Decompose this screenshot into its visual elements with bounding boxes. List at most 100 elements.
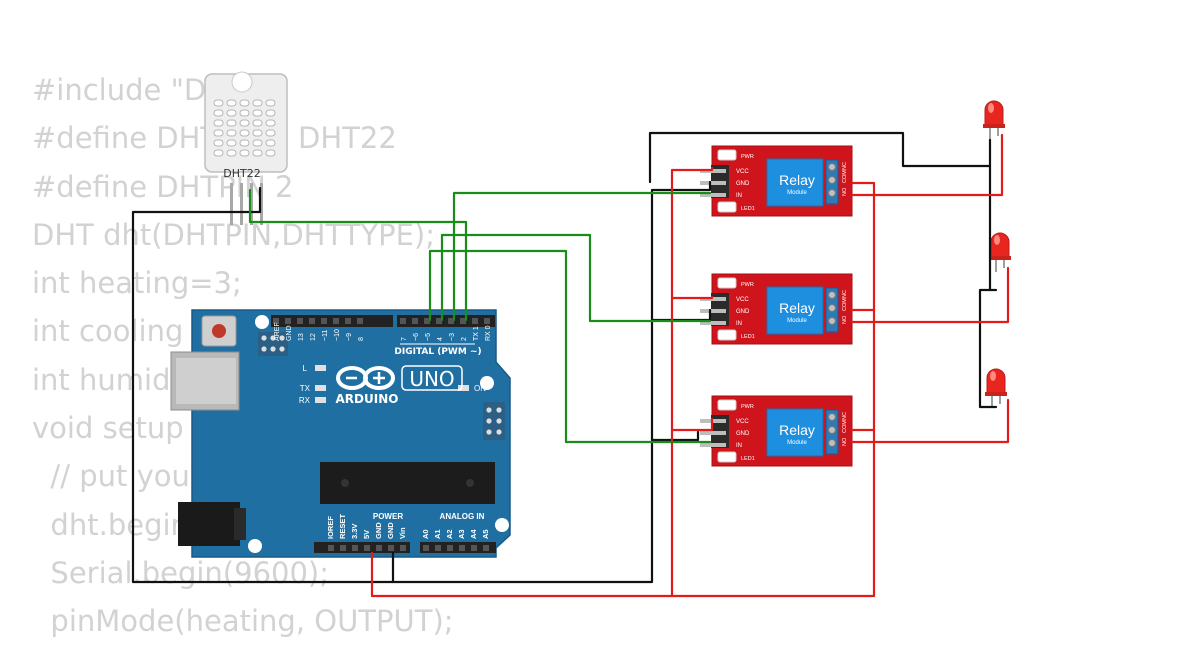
led-on (458, 385, 469, 391)
mount-hole-2 (480, 376, 494, 390)
relay-pin-label: GND (736, 431, 750, 437)
dht22-sensor[interactable]: DHT22 (204, 71, 288, 225)
relay-led-label: LED1 (741, 334, 755, 340)
relay-subtitle: Module (787, 190, 807, 196)
power-pin-label: 5V (362, 530, 371, 539)
microcontroller-chip (320, 462, 495, 504)
relay-pin-label: IN (736, 193, 742, 199)
wire-no[interactable] (850, 133, 1010, 444)
digital-pin-label: ~6 (413, 333, 420, 341)
analog-pin-label: A0 (421, 529, 430, 539)
power-pin-label: 3.3V (350, 524, 359, 539)
analog-pin-label: A5 (481, 529, 490, 539)
dht22-label: DHT22 (223, 167, 260, 180)
power-pin-label: GND (374, 522, 383, 539)
digital-pin-holes (273, 318, 490, 324)
digital-pin-label: AREF (274, 322, 281, 341)
wire-relay1-in[interactable] (452, 191, 712, 322)
chip-dot (341, 479, 349, 487)
dht22-pin-4 (260, 183, 263, 225)
power-jack-tip (234, 508, 246, 540)
led-3[interactable] (985, 368, 1007, 408)
relay-pin[interactable] (700, 431, 726, 435)
digital-pin-label: ~11 (322, 330, 329, 341)
relay-pin[interactable] (700, 321, 726, 325)
led-1[interactable] (983, 100, 1005, 140)
power-header[interactable] (314, 542, 410, 553)
relay-pin[interactable] (700, 169, 726, 173)
power-pin-label: GND (386, 522, 395, 539)
relay-terminal-label: COM (842, 298, 848, 311)
analog-header[interactable] (420, 542, 496, 553)
relay-terminal[interactable] (828, 413, 836, 421)
relay-subtitle: Module (787, 318, 807, 324)
code-line: Serial.begin(9600); (32, 555, 330, 590)
relay-pin[interactable] (700, 309, 726, 313)
icsp-header-2 (483, 402, 505, 440)
analog-pin-label: A3 (457, 529, 466, 539)
digital-pin-label: RX 0 (485, 325, 492, 341)
led-2[interactable] (989, 232, 1011, 272)
relay-pwr-label: PWR (741, 282, 754, 288)
relay-pin[interactable] (700, 297, 726, 301)
wire-com[interactable] (670, 181, 876, 598)
analog-pin-label: A4 (469, 529, 478, 539)
uno-label: UNO (409, 367, 454, 391)
relay-terminal[interactable] (828, 163, 836, 171)
wire-gnd-leds[interactable] (648, 131, 998, 409)
relay-terminal-label: NC (842, 290, 848, 298)
wire-dht-data[interactable] (248, 188, 468, 322)
relay-terminal-label: NO (842, 437, 848, 446)
power-analog-pin-holes (328, 545, 489, 551)
digital-header-right[interactable] (397, 315, 495, 327)
relay-terminal[interactable] (828, 304, 836, 312)
relay-terminal-label: NO (842, 315, 848, 324)
relay-terminal[interactable] (828, 439, 836, 447)
relay-pin-label: VCC (736, 419, 749, 425)
digital-pin-label: 12 (310, 333, 317, 341)
relay-terminal[interactable] (828, 291, 836, 299)
dht22-pin-1 (230, 183, 233, 225)
relay-terminal-label: COM (842, 170, 848, 183)
code-line: #define DHTPIN 2 (32, 169, 294, 204)
digital-pin-label: ~10 (334, 329, 341, 341)
led-tx-label: TX (300, 384, 311, 393)
code-line: DHT dht(DHTPIN,DHTTYPE); (32, 217, 436, 252)
relay-pin-label: IN (736, 443, 742, 449)
relay-terminal[interactable] (828, 317, 836, 325)
power-jack[interactable] (178, 502, 240, 546)
digital-pin-label: TX 1 (473, 326, 480, 341)
wire-com-2[interactable] (850, 308, 876, 432)
relay-led-label: LED1 (741, 456, 755, 462)
led-l-label: L (303, 364, 308, 373)
relay-title: Relay (779, 300, 815, 316)
relay-led-label: LED1 (741, 206, 755, 212)
relay-pin[interactable] (700, 181, 726, 185)
relay-terminal[interactable] (828, 176, 836, 184)
wire-relay3-in[interactable] (428, 249, 712, 444)
relay-terminal[interactable] (828, 189, 836, 197)
wire-relay2-in[interactable] (440, 233, 712, 323)
relay-pin[interactable] (700, 443, 726, 447)
relay-modules: PWRLED1VCCGNDINRelayModuleNCCOMNOPWRLED1… (700, 145, 853, 467)
digital-pin-label: 8 (358, 337, 365, 341)
relay-terminal-label: NO (842, 187, 848, 196)
relay-terminal[interactable] (828, 426, 836, 434)
led-l (315, 365, 326, 371)
arduino-brand: ARDUINO (336, 392, 399, 406)
power-header-label: POWER (373, 512, 403, 521)
dht22-mount-hole (231, 71, 253, 93)
mount-hole-4 (495, 518, 509, 532)
relay-pin-label: VCC (736, 297, 749, 303)
wire-5v[interactable] (370, 166, 714, 598)
code-line: void setup (32, 411, 184, 446)
relay-pwr-label: PWR (741, 154, 754, 160)
relay-title: Relay (779, 172, 815, 188)
icsp-header (258, 332, 288, 356)
usb-port-inner (176, 358, 236, 404)
relay-pin[interactable] (700, 193, 726, 197)
